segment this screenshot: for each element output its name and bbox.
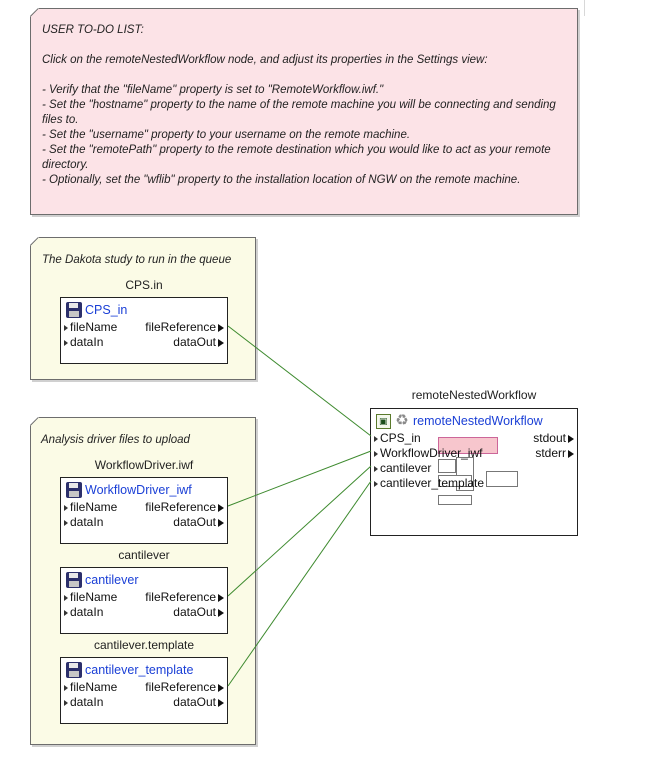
input-port-datain[interactable]: dataIn <box>64 515 103 529</box>
node-caption: CPS.in <box>125 278 163 292</box>
input-port-cantilever-template[interactable]: cantilever_template <box>374 476 484 490</box>
floppy-disk-icon <box>66 572 82 588</box>
input-port-datain[interactable]: dataIn <box>64 335 103 349</box>
input-port-filename[interactable]: fileName <box>64 320 117 334</box>
input-port-datain[interactable]: dataIn <box>64 695 103 709</box>
input-port-filename[interactable]: fileName <box>64 500 117 514</box>
todo-item: - Optionally, set the "wflib" property t… <box>42 174 521 186</box>
todo-intro: Click on the remoteNestedWorkflow node, … <box>42 54 488 66</box>
todo-item: - Set the "username" property to your us… <box>42 129 411 141</box>
file-node-cps-in[interactable]: CPS_in fileName dataIn fileReference dat… <box>60 297 228 364</box>
node-title: cantilever_template <box>85 663 194 677</box>
node-caption: WorkflowDriver.iwf <box>94 458 194 472</box>
file-node-workflowdriver[interactable]: WorkflowDriver_iwf fileName dataIn fileR… <box>60 477 228 544</box>
output-port-dataout[interactable]: dataOut <box>173 605 224 619</box>
workflow-icon: ▣ <box>376 413 391 429</box>
node-caption: cantilever.template <box>93 638 195 652</box>
file-node-cantilever[interactable]: cantilever fileName dataIn fileReference… <box>60 567 228 634</box>
input-port-filename[interactable]: fileName <box>64 590 117 604</box>
todo-item: - Verify that the "fileName" property is… <box>42 84 384 96</box>
remote-nested-workflow-node[interactable]: ▣ ♻ remoteNestedWorkflow CPS_in Workflow… <box>370 408 578 536</box>
node-title: cantilever <box>85 573 139 587</box>
input-port-cps-in[interactable]: CPS_in <box>374 431 421 445</box>
group-label: Analysis driver files to upload <box>41 434 190 446</box>
page-divider <box>584 0 585 16</box>
todo-item: - Set the "hostname" property to the nam… <box>42 99 556 126</box>
group-label: The Dakota study to run in the queue <box>42 254 232 266</box>
output-port-stdout[interactable]: stdout <box>533 431 574 445</box>
input-port-cantilever[interactable]: cantilever <box>374 461 431 475</box>
output-port-dataout[interactable]: dataOut <box>173 695 224 709</box>
todo-title: USER TO-DO LIST: <box>42 24 144 36</box>
floppy-disk-icon <box>66 662 82 678</box>
output-port-filereference[interactable]: fileReference <box>145 320 224 334</box>
floppy-disk-icon <box>66 302 82 318</box>
todo-note[interactable]: USER TO-DO LIST: Click on the remoteNest… <box>30 8 578 215</box>
output-port-filereference[interactable]: fileReference <box>145 680 224 694</box>
input-port-filename[interactable]: fileName <box>64 680 117 694</box>
floppy-disk-icon <box>66 482 82 498</box>
recycle-icon: ♻ <box>395 412 409 429</box>
todo-item: - Set the "remotePath" property to the r… <box>42 144 551 171</box>
output-port-filereference[interactable]: fileReference <box>145 500 224 514</box>
output-port-dataout[interactable]: dataOut <box>173 335 224 349</box>
node-caption: remoteNestedWorkflow <box>411 388 537 402</box>
file-node-cantilever-template[interactable]: cantilever_template fileName dataIn file… <box>60 657 228 724</box>
workflow-thumbnail <box>438 437 518 507</box>
output-port-stderr[interactable]: stderr <box>535 446 574 460</box>
output-port-filereference[interactable]: fileReference <box>145 590 224 604</box>
node-title: CPS_in <box>85 303 128 317</box>
node-title: remoteNestedWorkflow <box>413 414 543 428</box>
input-port-workflowdriver-iwf[interactable]: WorkflowDriver_iwf <box>374 446 482 460</box>
input-port-datain[interactable]: dataIn <box>64 605 103 619</box>
output-port-dataout[interactable]: dataOut <box>173 515 224 529</box>
node-title: WorkflowDriver_iwf <box>85 483 192 497</box>
node-caption: cantilever <box>118 548 170 562</box>
